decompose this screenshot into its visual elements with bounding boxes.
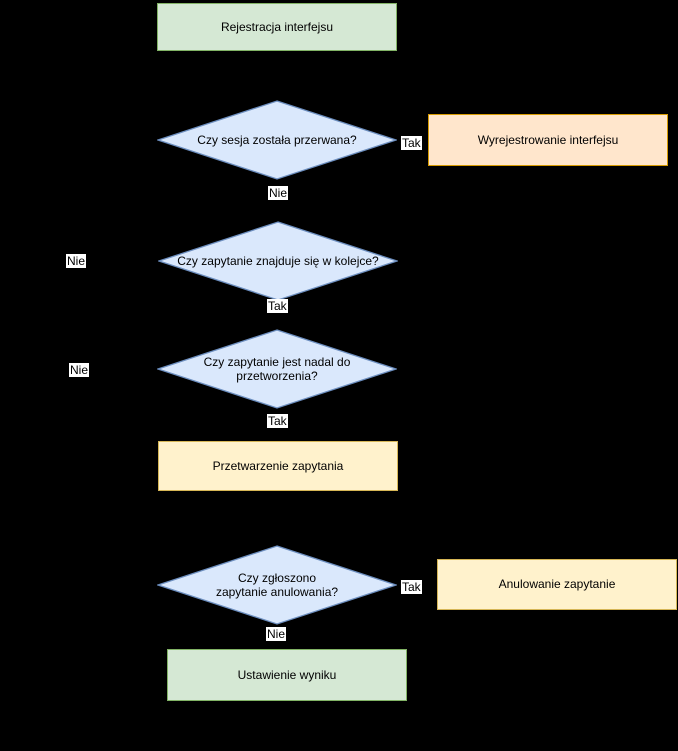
node-wyrejestrowanie-interfejsu: Wyrejestrowanie interfejsu	[428, 114, 668, 166]
node-rejestracja-interfejsu: Rejestracja interfejsu	[157, 3, 397, 51]
edge-label-tak: Tak	[267, 414, 288, 428]
edge-label-tak: Tak	[401, 580, 422, 594]
diamond-shape-icon	[157, 100, 397, 180]
node-label: Czy zgłoszono zapytanie anulowania?	[215, 570, 339, 599]
node-przetwarzenie-zapytania: Przetwarzenie zapytania	[158, 441, 398, 491]
node-label: Rejestracja interfejsu	[220, 19, 334, 34]
diamond-shape-icon	[157, 329, 397, 409]
decision-zapytanie-w-kolejce: Czy zapytanie znajduje się w kolejce?	[158, 221, 398, 301]
node-label: Czy sesja została przerwana?	[197, 132, 357, 147]
node-ustawienie-wyniku: Ustawienie wyniku	[167, 649, 407, 701]
edge-label-nie: Nie	[266, 627, 287, 641]
decision-zapytanie-do-przetworzenia: Czy zapytanie jest nadal do przetworzeni…	[157, 329, 397, 409]
decision-zgloszono-anulowanie: Czy zgłoszono zapytanie anulowania?	[157, 545, 397, 625]
node-label: Ustawienie wyniku	[237, 667, 337, 682]
node-label: Anulowanie zapytanie	[498, 577, 616, 592]
diamond-shape-icon	[157, 545, 397, 625]
edge-label-nie: Nie	[268, 186, 289, 200]
edge-label-tak: Tak	[267, 299, 288, 313]
edge-label-tak: Tak	[401, 136, 422, 150]
node-label: Przetwarzenie zapytania	[212, 458, 344, 473]
edge-label-nie: Nie	[69, 363, 90, 377]
node-label: Czy zapytanie jest nadal do przetworzeni…	[203, 354, 351, 383]
node-label: Czy zapytanie znajduje się w kolejce?	[177, 253, 379, 268]
node-anulowanie-zapytanie: Anulowanie zapytanie	[437, 559, 677, 610]
decision-sesja-przerwana: Czy sesja została przerwana?	[157, 100, 397, 180]
node-label: Wyrejestrowanie interfejsu	[477, 132, 619, 147]
edge-label-nie: Nie	[66, 254, 87, 268]
